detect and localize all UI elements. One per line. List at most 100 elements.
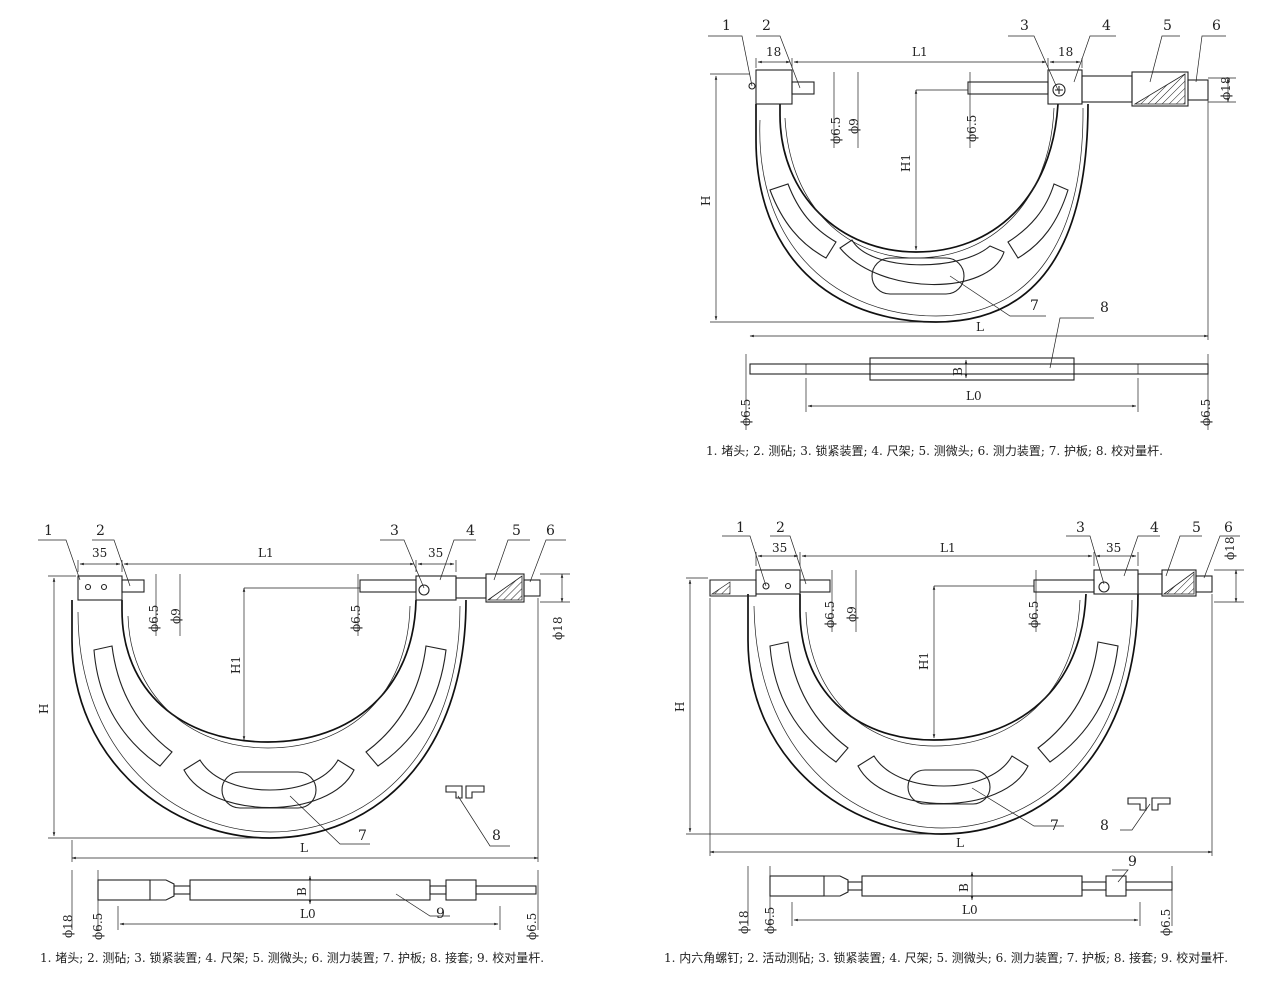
callout-8: 8 <box>1100 818 1109 834</box>
caption-bottom-right: 1. 内六角螺钉; 2. 活动测砧; 3. 锁紧装置; 4. 尺架; 5. 测微… <box>664 950 1228 965</box>
callout-3: 3 <box>1020 18 1029 34</box>
dim-height: H <box>37 704 51 714</box>
callout-7: 7 <box>1050 818 1059 834</box>
callout-3: 3 <box>1076 520 1085 536</box>
lock-knob <box>1052 83 1066 97</box>
rod-dim-left-dia2: ϕ6.5 <box>763 907 777 934</box>
rod-dim-left-dia2: ϕ6.5 <box>91 913 105 940</box>
calibration-rod-top <box>745 354 1209 430</box>
ratchet <box>523 579 541 597</box>
frame-outer <box>747 593 1139 835</box>
rod-dim-l0: L0 <box>962 903 978 917</box>
callout-4: 4 <box>466 523 475 539</box>
adapter-sleeve-icon <box>445 785 485 799</box>
rod-dim-right-dia: ϕ6.5 <box>1159 909 1173 936</box>
spindle <box>1033 579 1095 593</box>
dim-spindle-dia: ϕ6.5 <box>349 605 363 632</box>
callout-8: 8 <box>492 828 501 844</box>
callout-5: 5 <box>1163 18 1172 34</box>
dim-inner-height: H1 <box>899 154 913 172</box>
dim-spindle-dia: ϕ6.5 <box>965 115 979 142</box>
end-cap-block <box>709 579 757 597</box>
dim-thimble-dia: ϕ18 <box>1219 77 1233 100</box>
lock-knob <box>1098 581 1110 593</box>
calibration-rod-bottom-right <box>747 866 1173 926</box>
ratchet <box>1187 79 1209 101</box>
caption-bottom-left: 1. 堵头; 2. 测砧; 3. 锁紧装置; 4. 尺架; 5. 测微头; 6.… <box>40 950 544 965</box>
rib-cutout-bottom <box>839 239 1005 285</box>
dim-anvil-dia2: ϕ9 <box>847 118 861 134</box>
rod-dim-l0: L0 <box>966 389 982 403</box>
dim-left-block: 35 <box>92 546 107 560</box>
callout-1: 1 <box>44 523 53 539</box>
callout-1: 1 <box>722 18 731 34</box>
dim-anvil-dia: ϕ6.5 <box>147 605 161 632</box>
spindle <box>967 81 1049 95</box>
dim-right-block: 35 <box>428 546 443 560</box>
dim-left-block: 35 <box>772 541 787 555</box>
micrometer-diagram-bottom-right: 1 2 3 4 5 6 7 8 9 35 L1 35 H H1 ϕ6.5 ϕ9 … <box>664 520 1244 965</box>
rod-dim-l0: L0 <box>300 907 316 921</box>
rod-dim-b: B <box>951 367 965 376</box>
dim-height: H <box>673 702 687 712</box>
end-cap-block <box>755 69 793 105</box>
dim-anvil-dia2: ϕ9 <box>845 606 859 622</box>
micrometer-head-sleeve <box>1137 573 1163 595</box>
callout-3: 3 <box>390 523 399 539</box>
dim-anvil-dia: ϕ6.5 <box>829 117 843 144</box>
protective-plate <box>871 257 965 295</box>
protective-plate <box>907 769 991 805</box>
lock-block <box>1047 69 1083 105</box>
ratchet <box>1195 575 1213 593</box>
protective-plate <box>221 771 317 809</box>
callout-5: 5 <box>1192 520 1201 536</box>
dim-length: L <box>300 841 308 855</box>
callout-7: 7 <box>1030 298 1039 314</box>
callout-6: 6 <box>1224 520 1233 536</box>
callout-2: 2 <box>762 18 771 34</box>
callout-2: 2 <box>96 523 105 539</box>
calibration-rod-bottom-left <box>71 870 539 930</box>
rod-dim-left-dia: ϕ18 <box>61 915 75 938</box>
rib-cutout-right <box>1007 183 1069 259</box>
dim-span: L1 <box>258 546 274 560</box>
callout-1: 1 <box>736 520 745 536</box>
dim-span: L1 <box>912 45 928 59</box>
frame-inner <box>799 593 1087 741</box>
micrometer-diagram-top: 1 2 3 4 5 6 7 8 18 L1 18 H H1 ϕ6.5 ϕ9 ϕ6… <box>699 18 1236 458</box>
callout-5: 5 <box>512 523 521 539</box>
dim-inner-height: H1 <box>917 652 931 670</box>
anvil <box>121 579 145 593</box>
dim-thimble-dia: ϕ18 <box>551 617 565 640</box>
frame-outer <box>755 103 1089 323</box>
micrometer-diagram-bottom-left: 1 2 3 4 5 6 7 8 9 35 L1 35 H H1 ϕ6.5 ϕ9 … <box>37 523 570 965</box>
micrometer-head-sleeve <box>455 577 487 599</box>
frame-inner <box>121 599 417 743</box>
dim-left-block: 18 <box>766 45 781 59</box>
dim-height: H <box>699 196 713 206</box>
rib-cutout-left <box>769 183 837 259</box>
dim-spindle-dia: ϕ6.5 <box>1027 601 1041 628</box>
frame-outer <box>71 599 467 839</box>
callout-6: 6 <box>546 523 555 539</box>
rod-dim-left-dia: ϕ18 <box>737 911 751 934</box>
callout-8: 8 <box>1100 300 1109 316</box>
anvil <box>799 579 831 593</box>
callout-9: 9 <box>1128 854 1137 870</box>
callout-6: 6 <box>1212 18 1221 34</box>
rod-dim-b: B <box>957 883 971 892</box>
lock-knob <box>418 584 430 596</box>
dim-length: L <box>956 836 964 850</box>
lock-block <box>415 575 457 601</box>
dim-inner-height: H1 <box>229 656 243 674</box>
rod-dim-right-dia: ϕ6.5 <box>525 913 539 940</box>
dim-thimble-dia: ϕ18 <box>1223 537 1237 560</box>
callout-4: 4 <box>1150 520 1159 536</box>
dim-span: L1 <box>940 541 956 555</box>
dim-length: L <box>976 320 984 334</box>
callout-2: 2 <box>776 520 785 536</box>
adapter-sleeve-icon <box>1127 797 1171 811</box>
callout-7: 7 <box>358 828 367 844</box>
callout-9: 9 <box>436 906 445 922</box>
